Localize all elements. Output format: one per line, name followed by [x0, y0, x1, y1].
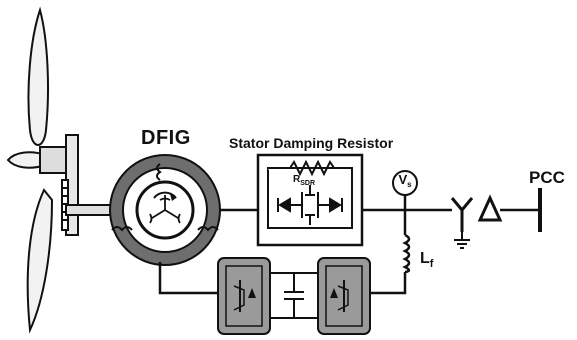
left-blade	[6, 151, 47, 169]
stator-damping-resistor-label: Stator Damping Resistor	[229, 135, 394, 151]
upper-blade	[27, 6, 49, 146]
rotation-arrowhead-icon	[170, 194, 176, 201]
filter-inductor-label: Lf	[420, 250, 434, 270]
turbine-blades	[6, 6, 54, 334]
gsc-diode-icon	[330, 288, 338, 298]
rsc-diode-icon	[248, 288, 256, 298]
stator-winding-right	[197, 226, 219, 232]
inductor-symbol: L	[420, 250, 430, 267]
bidirectional-switch-icon	[277, 185, 343, 225]
rotor-windings	[149, 195, 181, 224]
voltage-label: Vs	[394, 172, 416, 189]
dfig-machine	[109, 154, 221, 266]
power-lines	[158, 195, 540, 295]
dfig-label: DFIG	[141, 127, 191, 149]
resistor-icon	[289, 159, 335, 177]
lower-blade	[26, 188, 54, 334]
dc-link-capacitor-icon	[270, 272, 318, 319]
voltage-meter-icon	[392, 170, 418, 196]
back-to-back-converter	[217, 257, 371, 335]
resistor-symbol: R	[293, 174, 301, 185]
stator-damping-resistor-block	[256, 153, 364, 247]
rotation-arrow-icon	[153, 191, 177, 199]
resistor-label: RSDR	[293, 174, 316, 187]
hub-gearbox	[39, 134, 147, 236]
stator-winding-left	[111, 226, 133, 232]
pcc-label: PCC	[529, 168, 565, 187]
stator-winding-top	[156, 163, 162, 181]
transformer-icon	[450, 194, 503, 249]
voltage-symbol: V	[398, 172, 408, 187]
delta-winding-icon	[477, 194, 503, 222]
inductor-subscript: f	[429, 258, 434, 270]
voltage-subscript: s	[407, 180, 412, 189]
filter-inductor-icon	[402, 233, 411, 274]
resistor-subscript: SDR	[300, 180, 316, 187]
